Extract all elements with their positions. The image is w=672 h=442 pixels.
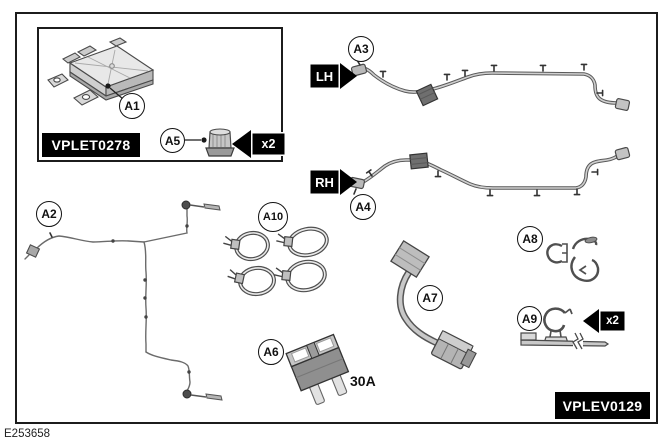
clamp-rings-illustration (223, 226, 329, 297)
rh-arrow-head (340, 169, 357, 195)
rh-label: RH (309, 169, 340, 195)
ecu-module-illustration (47, 37, 155, 106)
callout-a1: A1 (119, 93, 145, 119)
grommet-illustration (205, 128, 235, 157)
retainer-clip-illustration (546, 236, 600, 282)
callout-a7: A7 (417, 285, 443, 311)
rh-direction-arrow-icon: RH (309, 169, 357, 195)
a9-quantity-arrow-icon: x2 (583, 309, 626, 333)
rh-harness-illustration (348, 146, 631, 197)
edge-clip-illustration (520, 307, 610, 350)
callout-a5: A5 (160, 128, 185, 153)
inset-part-number-label: VPLET0278 (42, 133, 140, 157)
callout-a3: A3 (348, 36, 374, 62)
lh-arrow-head (340, 63, 357, 89)
callout-a10: A10 (258, 202, 288, 232)
callout-a2: A2 (36, 201, 62, 227)
fuse-illustration (285, 333, 350, 405)
callout-a8: A8 (517, 226, 543, 252)
callout-a4: A4 (350, 194, 376, 220)
lh-label: LH (309, 63, 340, 89)
a5-qty-arrow-head (232, 130, 251, 158)
callout-a6: A6 (258, 339, 284, 365)
a9-qty-arrow-head (583, 309, 599, 333)
a5-leader-line (185, 137, 207, 143)
fuse-rating-label: 30A (350, 373, 376, 389)
lh-harness-illustration (350, 59, 631, 111)
a9-qty-label: x2 (599, 310, 626, 332)
callout-a9: A9 (517, 306, 542, 331)
a5-quantity-arrow-icon: x2 (232, 130, 286, 158)
engine-harness-illustration (24, 200, 223, 401)
figure-reference-code: E253658 (4, 428, 51, 440)
main-part-number-label: VPLEV0129 (555, 392, 650, 419)
lh-direction-arrow-icon: LH (309, 63, 357, 89)
a5-qty-label: x2 (251, 132, 286, 156)
jumper-cable-illustration (390, 239, 477, 370)
